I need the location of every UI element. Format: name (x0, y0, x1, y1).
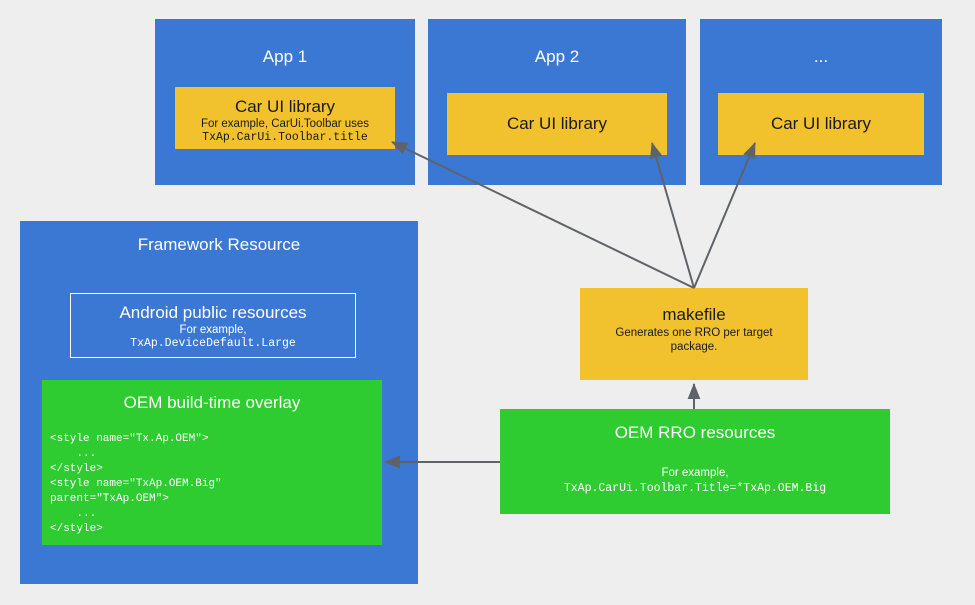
app-1-car-ui-library: Car UI library For example, CarUi.Toolba… (175, 87, 395, 149)
makefile-title: makefile (662, 305, 726, 324)
app-3-title: ... (813, 47, 829, 66)
oem-rro-resources-title: OEM RRO resources (614, 423, 776, 442)
framework-resource-title: Framework Resource (137, 235, 301, 254)
android-public-resources-title: Android public resources (119, 303, 307, 322)
app-1-library-subtitle: For example, CarUi.Toolbar uses (200, 118, 370, 130)
app-3-car-ui-library: Car UI library (718, 93, 924, 155)
app-3-library-title: Car UI library (770, 114, 872, 133)
makefile-box: makefile Generates one RRO per target pa… (580, 288, 808, 380)
app-2-library-title: Car UI library (506, 114, 608, 133)
oem-build-time-overlay-box: OEM build-time overlay <style name="Tx.A… (42, 380, 382, 545)
oem-rro-resources-subtitle: For example, (661, 467, 729, 479)
makefile-subtitle-line1: Generates one RRO per target (615, 327, 773, 339)
oem-build-time-overlay-code: <style name="Tx.Ap.OEM"> ... </style> <s… (50, 433, 222, 535)
oem-rro-resources-code: TxAp.CarUi.Toolbar.Title=*TxAp.OEM.Big (563, 482, 827, 495)
oem-rro-resources-box: OEM RRO resources For example, TxAp.CarU… (500, 409, 890, 514)
app-2-car-ui-library: Car UI library (447, 93, 667, 155)
android-public-resources-box: Android public resources For example, Tx… (70, 293, 356, 358)
app-1-title: App 1 (262, 47, 308, 66)
app-1-library-title: Car UI library (234, 97, 336, 116)
makefile-subtitle-line2: package. (670, 341, 718, 353)
android-public-resources-subtitle: For example, (179, 324, 247, 336)
app-2-title: App 2 (534, 47, 580, 66)
oem-build-time-overlay-title: OEM build-time overlay (123, 393, 301, 412)
android-public-resources-code: TxAp.DeviceDefault.Large (130, 337, 296, 350)
app-1-library-code: TxAp.CarUi.Toolbar.title (202, 131, 368, 144)
